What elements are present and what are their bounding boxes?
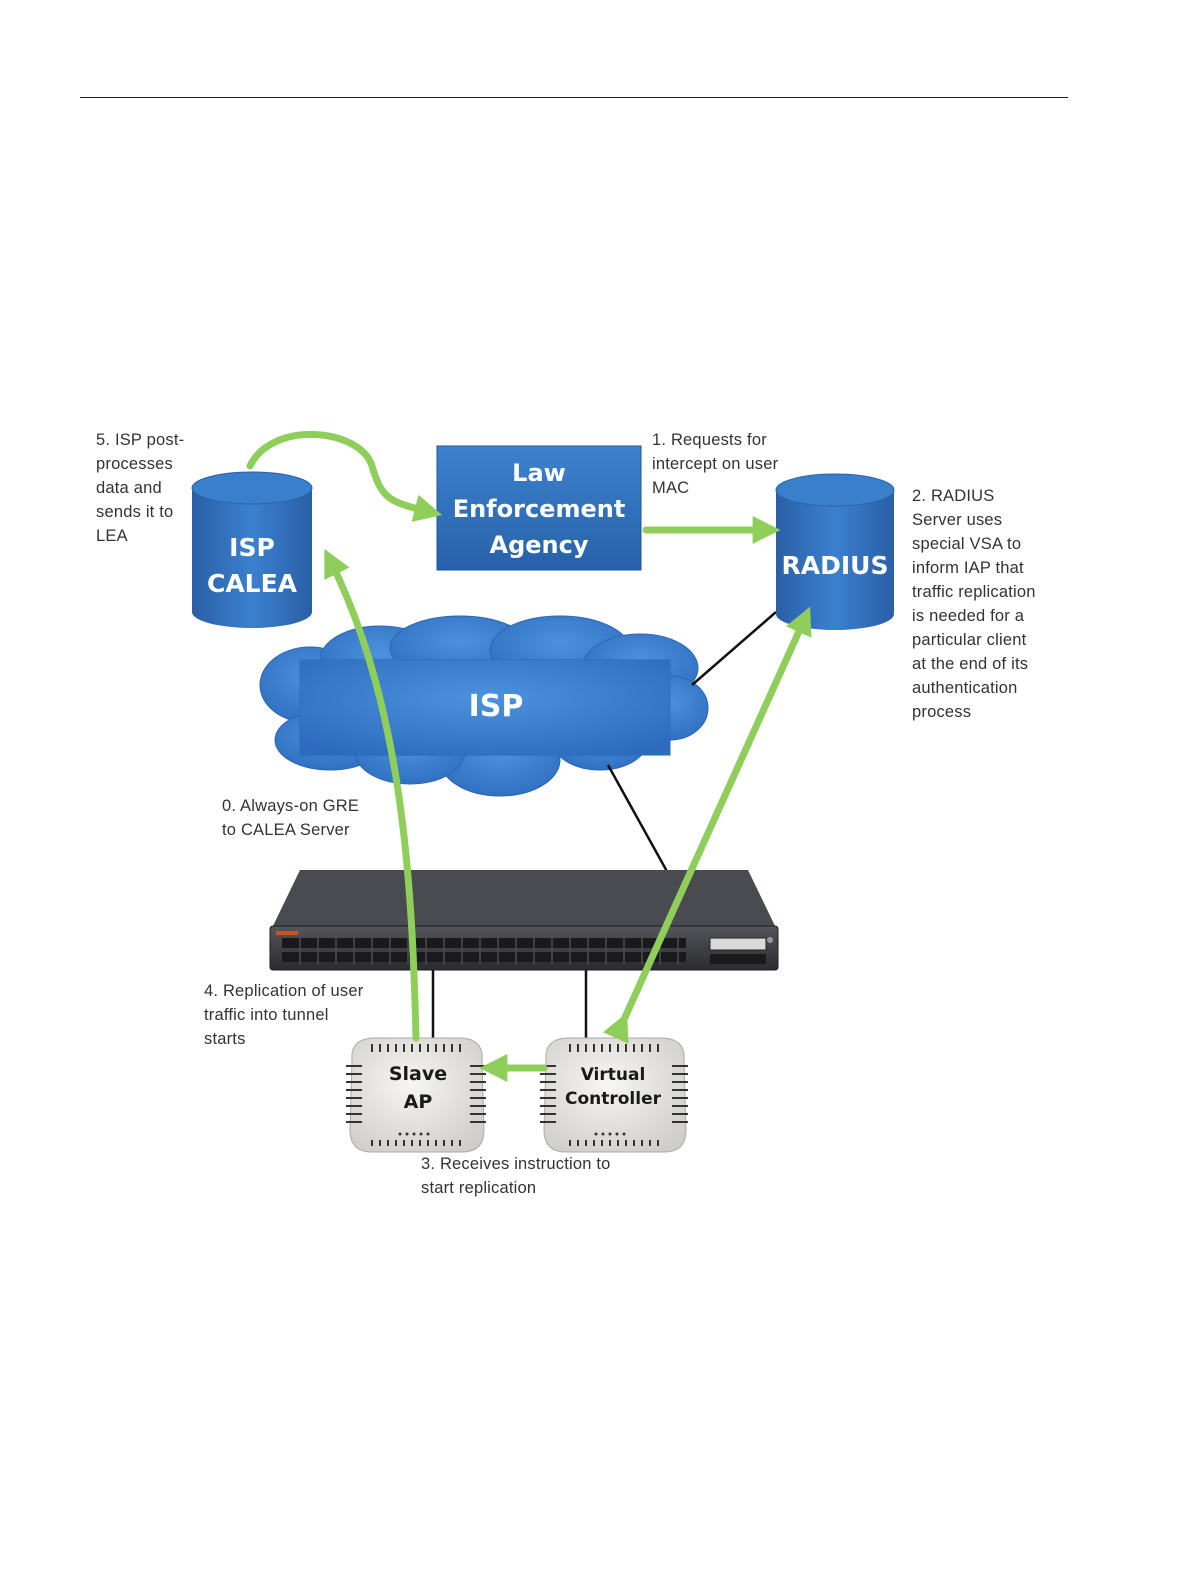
arrow-slave-ap-to-calea: [324, 548, 420, 1042]
isp-calea-database: ISP CALEA: [191, 471, 313, 628]
virtual-controller-ap: Virtual Controller: [540, 1037, 688, 1153]
isp-calea-label-line1: ISP: [229, 533, 275, 562]
arrow-radius-vc: [602, 606, 812, 1044]
vc-label-line1: Virtual: [581, 1065, 646, 1085]
slave-ap-label-line2: AP: [404, 1091, 433, 1113]
vc-label-line2: Controller: [565, 1089, 662, 1109]
page-header-rule: [80, 97, 1068, 98]
lea-label-line2: Enforcement: [453, 495, 626, 523]
lea-label-line3: Agency: [490, 531, 589, 559]
flow-arrows: [246, 431, 812, 1082]
slave-ap-label-line1: Slave: [389, 1063, 447, 1085]
isp-cloud: ISP: [259, 615, 709, 797]
radius-label: RADIUS: [782, 551, 889, 580]
note-step5: 5. ISP post- processes data and sends it…: [96, 431, 185, 545]
isp-radius-link: [691, 611, 777, 686]
note-step0: 0. Always-on GRE to CALEA Server: [222, 797, 360, 839]
note-step2: 2. RADIUS Server uses special VSA to inf…: [912, 487, 1036, 721]
lea-label-line1: Law: [512, 459, 566, 487]
switch-icon: [269, 870, 779, 971]
access-point-icon: Slave AP Virtual C: [346, 1037, 688, 1153]
slave-ap: Slave AP: [346, 1037, 486, 1153]
radius-server-database: RADIUS: [775, 473, 895, 630]
law-enforcement-agency-box: Law Enforcement Agency: [436, 445, 642, 571]
isp-cloud-label: ISP: [469, 689, 524, 724]
isp-calea-label-line2: CALEA: [207, 569, 298, 598]
note-step1: 1. Requests for intercept on user MAC: [652, 431, 779, 497]
note-step3: 3. Receives instruction to start replica…: [421, 1155, 611, 1197]
arrow-calea-to-lea: [246, 431, 443, 522]
note-step4: 4. Replication of user traffic into tunn…: [204, 982, 364, 1048]
